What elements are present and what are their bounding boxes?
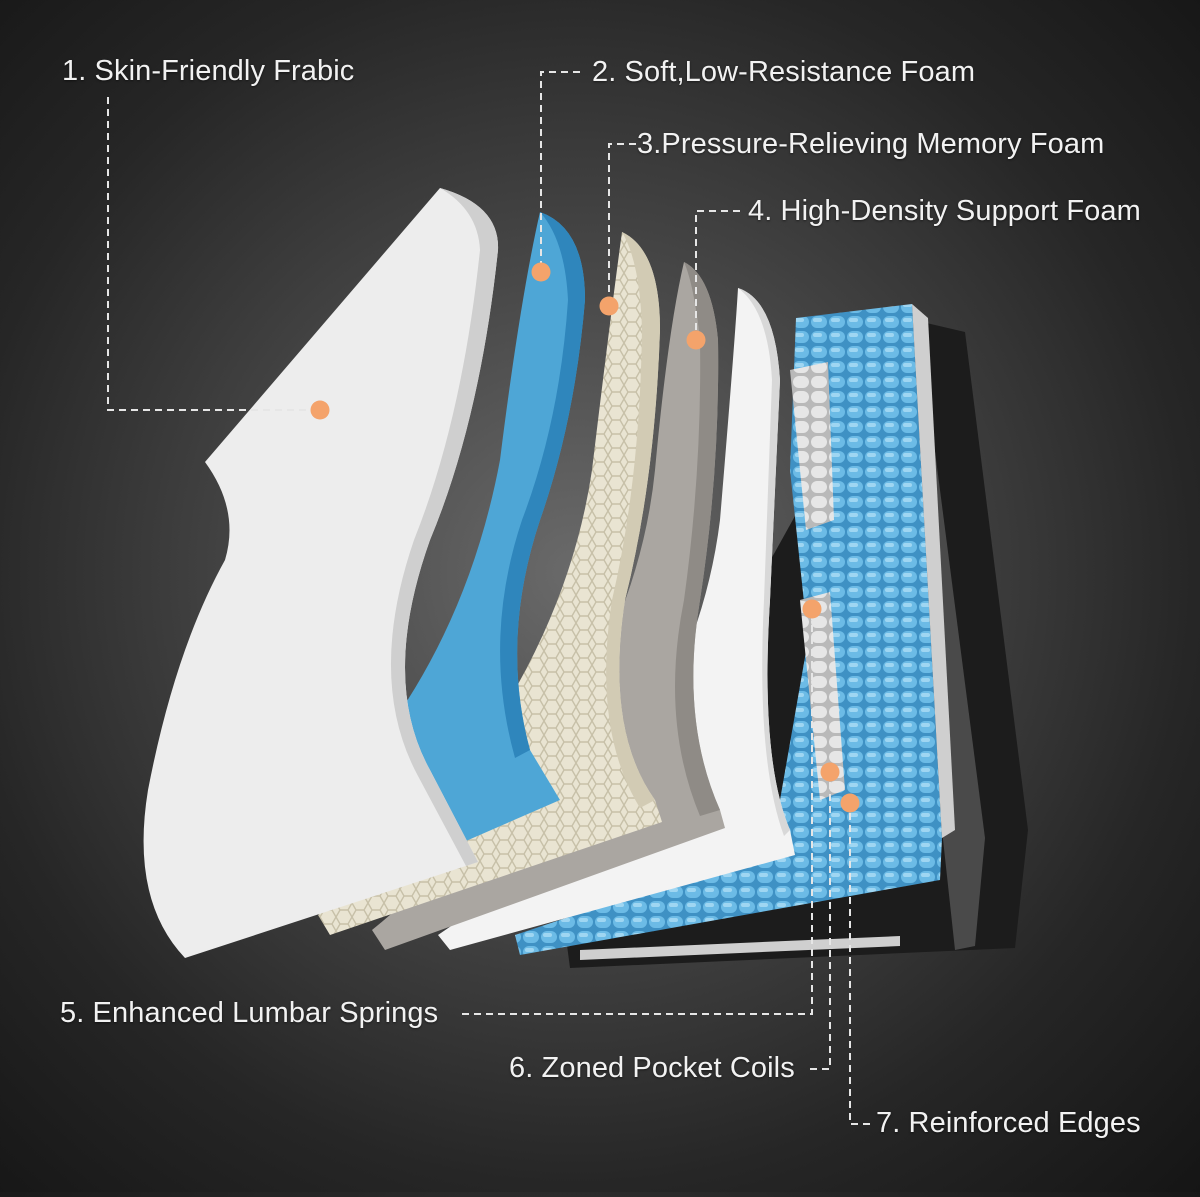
- marker-5: [802, 599, 822, 619]
- marker-7: [840, 793, 860, 813]
- layer-label-5: 5. Enhanced Lumbar Springs: [60, 997, 439, 1029]
- leader-lines: [107, 71, 870, 1125]
- marker-4: [686, 330, 706, 350]
- marker-6: [820, 762, 840, 782]
- layer-label-7: 7. Reinforced Edges: [876, 1107, 1141, 1139]
- leader-line-7: [849, 803, 870, 1125]
- marker-1: [310, 400, 330, 420]
- marker-3: [599, 296, 619, 316]
- memory-foam: [318, 232, 662, 935]
- coil-layer: [515, 304, 955, 955]
- low-resistance-foam: [234, 212, 585, 935]
- leader-line-3: [608, 143, 636, 306]
- layer-label-3: 3.Pressure-Relieving Memory Foam: [637, 128, 1105, 160]
- leader-line-1: [107, 97, 320, 411]
- fabric-sheet: [143, 188, 499, 958]
- markers: [310, 262, 860, 813]
- marker-2: [531, 262, 551, 282]
- leader-line-6: [810, 772, 831, 1070]
- layer-label-6: 6. Zoned Pocket Coils: [509, 1052, 795, 1084]
- layer-label-4: 4. High-Density Support Foam: [748, 195, 1141, 227]
- layer-label-2: 2. Soft,Low-Resistance Foam: [592, 56, 976, 88]
- leader-line-5: [462, 609, 813, 1015]
- leader-line-2: [540, 71, 580, 272]
- leader-line-4: [695, 210, 740, 340]
- layer-label-1: 1. Skin-Friendly Frabic: [62, 55, 355, 87]
